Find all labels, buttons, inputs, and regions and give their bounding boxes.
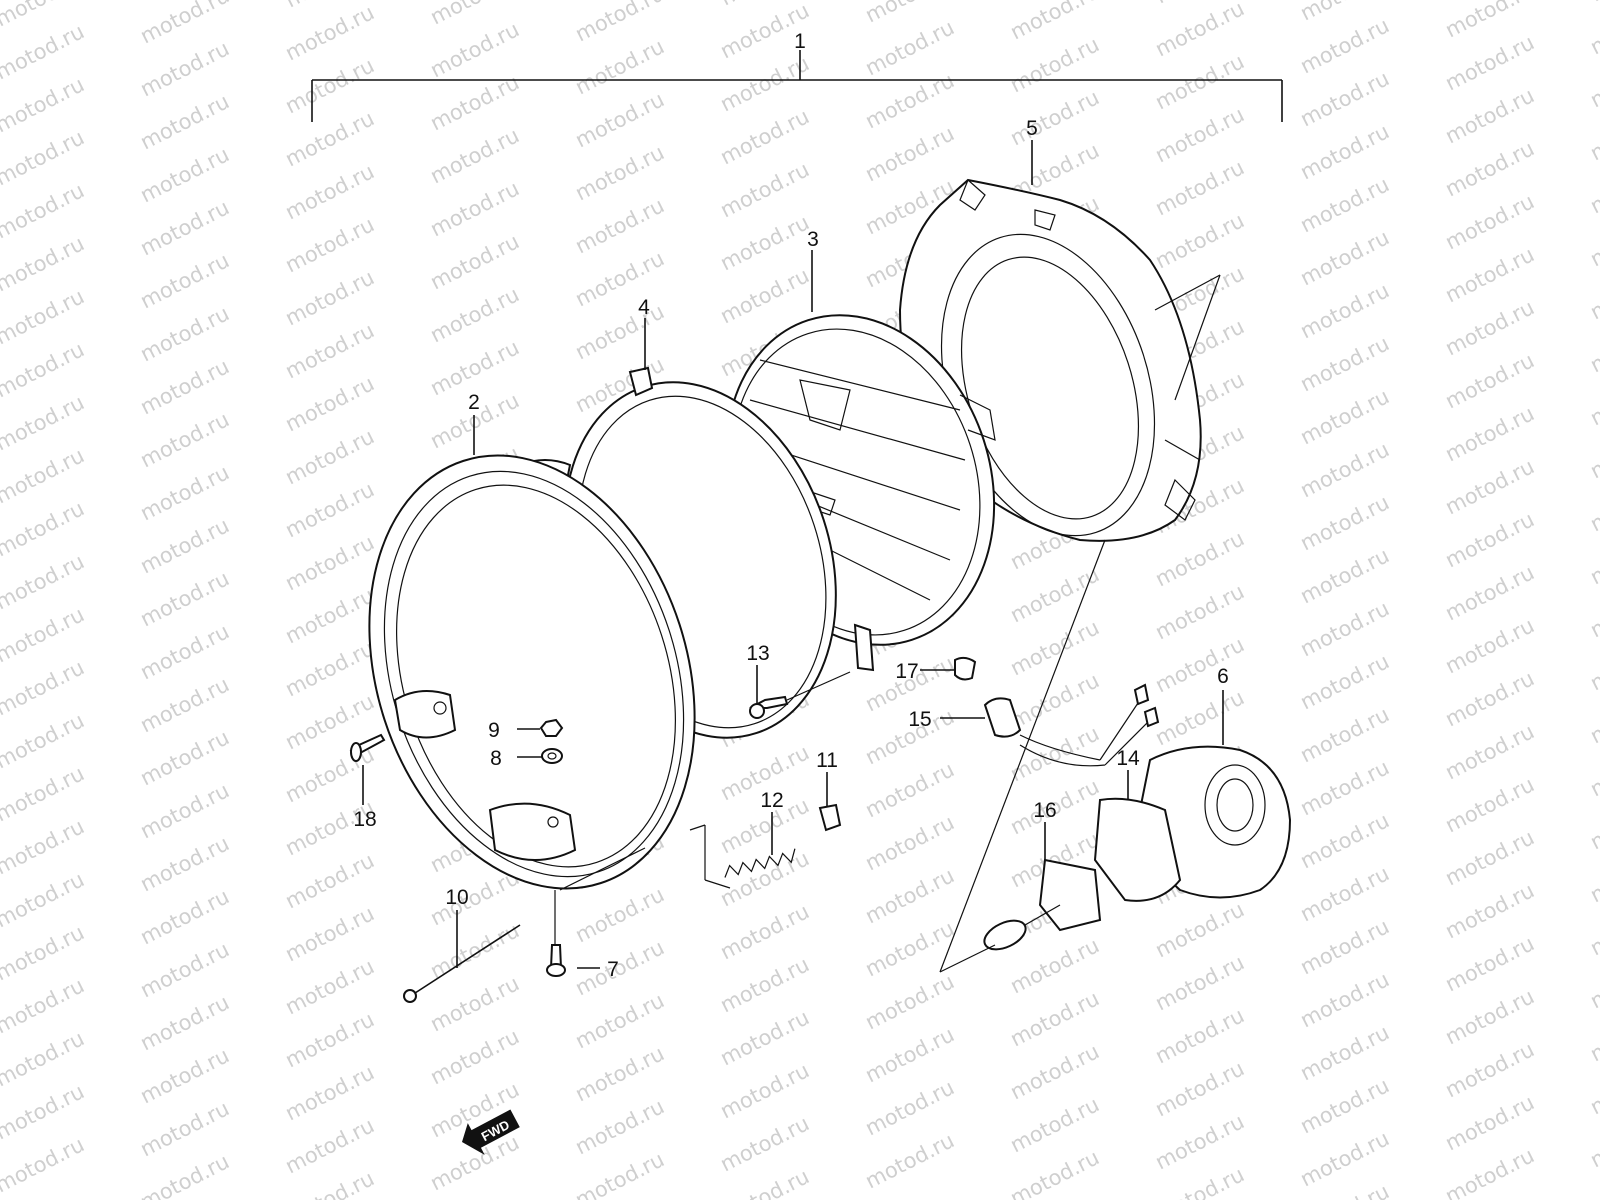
callout-15: 15: [908, 708, 931, 731]
watermark-text: motod.ru: [0, 1132, 88, 1197]
watermark-text: motod.ru: [1586, 0, 1600, 59]
callout-7: 7: [607, 958, 619, 981]
position-lamp-socket: [954, 656, 1160, 767]
bulb-socket-cover: [1138, 745, 1292, 899]
callout-9: 9: [488, 719, 500, 742]
callout-16: 16: [1033, 799, 1056, 822]
callout-10: 10: [445, 886, 468, 909]
bulb-holder: [1093, 797, 1182, 902]
assembly-bracket: [311, 50, 1283, 122]
callout-6: 6: [1217, 665, 1229, 688]
leader-lines: [362, 140, 1224, 973]
callout-8: 8: [490, 747, 502, 770]
callout-11: 11: [816, 749, 838, 772]
headlight-bulb: [983, 858, 1102, 951]
callout-12: 12: [760, 789, 783, 812]
callout-4: 4: [638, 296, 650, 319]
callout-17: 17: [895, 660, 918, 683]
callout-2: 2: [468, 391, 480, 414]
hardware: [349, 671, 851, 1003]
callout-3: 3: [807, 228, 819, 251]
headlight-trim-ring: [368, 454, 696, 890]
watermark-text: motod.ru: [1586, 0, 1600, 6]
callout-18: 18: [353, 808, 376, 831]
callout-5: 5: [1026, 117, 1038, 140]
callout-13: 13: [746, 642, 769, 665]
callout-14: 14: [1116, 747, 1140, 770]
callout-1: 1: [794, 30, 806, 53]
